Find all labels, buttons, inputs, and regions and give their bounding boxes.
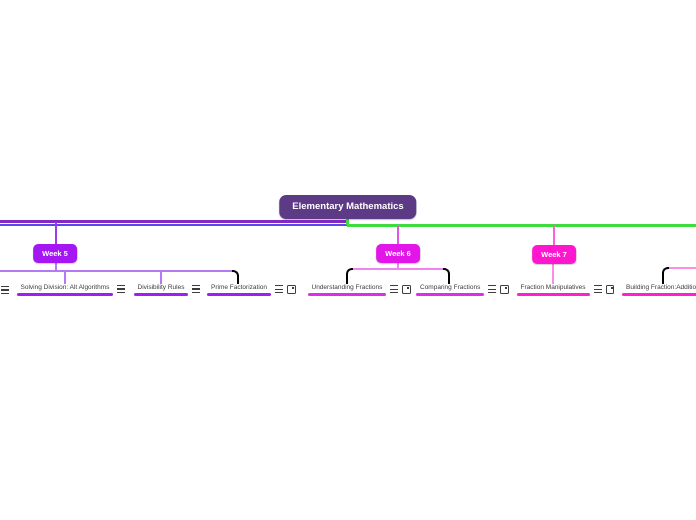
topic-underline <box>622 293 696 296</box>
connector-topic-elbow <box>443 268 450 284</box>
connector-week6-drop <box>397 226 399 244</box>
notes-icon[interactable] <box>275 285 283 294</box>
root-node[interactable]: Elementary Mathematics <box>279 195 417 219</box>
connector-topic-drop <box>160 270 162 284</box>
week5-node-label: Week 5 <box>42 248 68 258</box>
attachment-icon[interactable] <box>605 285 615 294</box>
notes-icon[interactable] <box>192 285 201 293</box>
attachment-icon[interactable] <box>287 285 296 294</box>
topic-label: Divisibility Rules <box>137 284 185 291</box>
attachment-icon[interactable] <box>402 285 411 294</box>
connector-branch-green <box>347 224 696 227</box>
topic-underline <box>307 293 387 296</box>
connector-week6-trunk <box>397 262 399 269</box>
notes-icon[interactable] <box>117 285 126 293</box>
topic-node-understanding-fractions[interactable]: Understanding Fractions <box>307 284 411 296</box>
topic-underline <box>516 293 590 296</box>
topic-node-solving-division[interactable]: Solving Division: Alt Algorithms <box>16 284 126 296</box>
week7-node[interactable]: Week 7 <box>532 245 576 264</box>
topic-node-divisibility-rules[interactable]: Divisibility Rules <box>133 284 201 296</box>
topic-label: Prime Factorization <box>211 284 267 291</box>
connector-topic-elbow <box>346 268 353 284</box>
connector-week7-drop <box>553 226 555 245</box>
topic-label: Comparing Fractions <box>420 284 481 291</box>
connector-topic-elbow <box>232 270 239 284</box>
connector-root-trunk <box>346 217 349 225</box>
notes-icon[interactable] <box>488 285 497 294</box>
connector-week5-rail <box>0 270 233 272</box>
connector-week5-trunk <box>55 263 57 271</box>
connector-offscreen-rail <box>669 267 696 269</box>
week7-node-label: Week 7 <box>541 249 567 259</box>
connector-topic-drop <box>64 270 66 284</box>
week6-node-label: Week 6 <box>385 248 411 258</box>
topic-label: Fraction Manipulatives <box>520 284 586 291</box>
topic-label: Understanding Fractions <box>311 284 383 291</box>
connector-week5-drop <box>55 222 57 244</box>
connector-topic-elbow <box>662 267 669 284</box>
topic-node-comparing-fractions[interactable]: Comparing Fractions <box>416 284 509 296</box>
topic-node-fraction-manipulatives[interactable]: Fraction Manipulatives <box>516 284 615 296</box>
connector-week6-rail <box>351 268 446 270</box>
week5-node[interactable]: Week 5 <box>33 244 77 263</box>
connector-branch-purple <box>0 220 348 223</box>
topic-underline <box>207 293 271 296</box>
topic-underline <box>133 293 189 296</box>
notes-icon[interactable] <box>390 285 399 294</box>
topic-label: Building Fraction:Addition <box>626 284 696 291</box>
topic-underline <box>16 293 114 296</box>
topic-node-building-fraction-addition[interactable]: Building Fraction:Addition <box>622 284 696 296</box>
topic-label: Solving Division: Alt Algorithms <box>20 284 110 291</box>
topic-underline <box>416 293 485 296</box>
connector-branch-indigo <box>0 224 347 226</box>
notes-icon[interactable] <box>1 286 9 294</box>
attachment-icon[interactable] <box>500 285 509 294</box>
notes-icon[interactable] <box>593 285 602 294</box>
topic-node-prime-factorization[interactable]: Prime Factorization <box>207 284 296 296</box>
connector-week7-trunk <box>552 264 554 284</box>
week6-node[interactable]: Week 6 <box>376 244 420 263</box>
root-node-label: Elementary Mathematics <box>292 201 404 212</box>
